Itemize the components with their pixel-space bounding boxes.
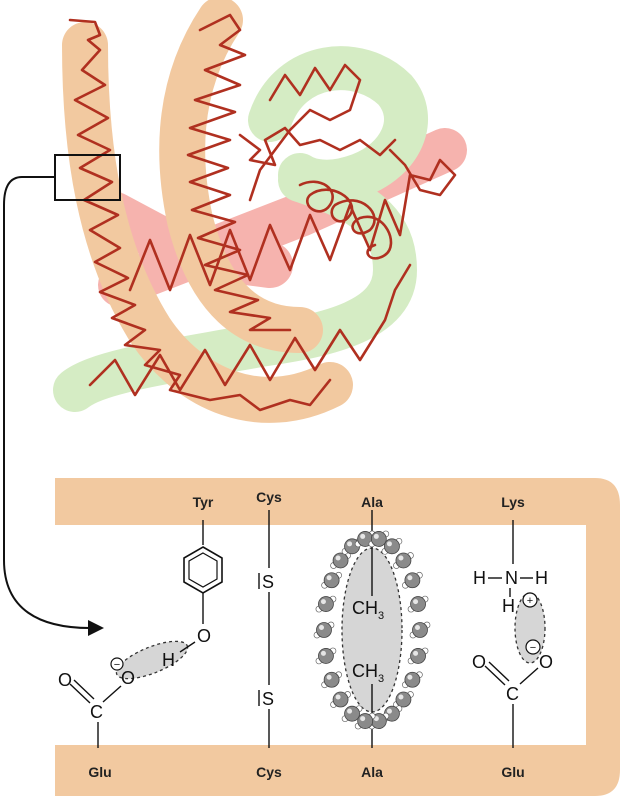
water-molecule <box>381 705 403 723</box>
backbone-segment-2 <box>186 13 292 332</box>
backbone-segment-1 <box>68 18 332 412</box>
water-molecule <box>321 671 342 689</box>
water-molecule <box>315 595 337 613</box>
svg-text:CH3: CH3 <box>352 598 384 622</box>
glu-left-double-oxygen: O <box>58 670 72 690</box>
water-molecule <box>393 552 414 569</box>
lys-hydrogen-bottom: H <box>502 596 515 616</box>
label-ala-top: Ala <box>361 494 383 510</box>
glu-tyr-interaction: O H O − O C <box>58 520 223 748</box>
backbone-segment-5 <box>298 180 393 260</box>
water-molecule <box>354 712 376 730</box>
label-lys: Lys <box>501 494 525 510</box>
lys-hydrogen-left: H <box>473 568 486 588</box>
glu-left-oxygen: O <box>121 668 135 688</box>
label-glu-left: Glu <box>88 764 111 780</box>
cys-disulfide: S S <box>258 510 274 748</box>
water-molecule <box>330 691 351 708</box>
water-molecule <box>368 530 390 548</box>
tyr-hydrogen: H <box>162 650 175 670</box>
label-glu-right: Glu <box>501 764 524 780</box>
helix-orange-2 <box>159 0 323 353</box>
cys-sulfur-top: S <box>262 572 274 592</box>
label-tyr: Tyr <box>193 494 214 510</box>
lys-plus: + <box>527 595 533 607</box>
tyr-oxygen: O <box>197 626 211 646</box>
glu-right-oxygen: O <box>539 652 553 672</box>
glu-right-double-oxygen: O <box>472 652 486 672</box>
water-molecule <box>321 571 342 589</box>
backbone-segment-7 <box>238 126 397 167</box>
tyr-phenyl-ring <box>183 546 223 594</box>
water-molecule <box>368 712 390 730</box>
glu-left-carbon: C <box>90 702 103 722</box>
helix-orange-1 <box>62 22 353 423</box>
water-molecule <box>381 537 403 555</box>
label-cys-top: Cys <box>256 489 282 505</box>
water-molecule <box>402 571 423 589</box>
lys-hydrogen-right: H <box>535 568 548 588</box>
label-cys-bottom: Cys <box>256 764 282 780</box>
glu-right-minus: − <box>530 642 536 654</box>
ala-ch3-top: CH <box>352 598 378 618</box>
lys-glu-salt-bridge: N H H H + − O O C <box>472 520 553 748</box>
water-molecule <box>402 671 423 689</box>
svg-text:CH3: CH3 <box>352 661 384 685</box>
water-molecules <box>313 530 431 730</box>
backbone-segment-4 <box>248 63 362 202</box>
zoom-arrow <box>3 176 91 629</box>
glu-right-carbon: C <box>506 684 519 704</box>
water-molecule <box>315 647 337 665</box>
ala-ch3-bottom: CH <box>352 661 378 681</box>
water-molecule <box>393 691 414 708</box>
backbone-frame <box>55 478 620 796</box>
water-molecule <box>313 621 335 639</box>
cys-sulfur-bottom: S <box>262 689 274 709</box>
glu-left-minus: − <box>114 659 120 671</box>
water-molecule <box>330 552 351 569</box>
label-ala-bottom: Ala <box>361 764 383 780</box>
ala-hydrophobic: CH3 CH3 <box>313 510 431 748</box>
backbone-segment-3 <box>128 148 457 292</box>
lys-nitrogen: N <box>505 568 518 588</box>
water-molecule <box>341 705 363 723</box>
arrowhead <box>88 620 104 636</box>
water-molecule <box>407 595 429 613</box>
backbone-segment-6 <box>88 263 412 397</box>
water-molecule <box>407 647 429 665</box>
backbone-trace <box>68 13 457 412</box>
hbond-ellipse <box>115 640 189 680</box>
water-molecule <box>409 621 431 639</box>
